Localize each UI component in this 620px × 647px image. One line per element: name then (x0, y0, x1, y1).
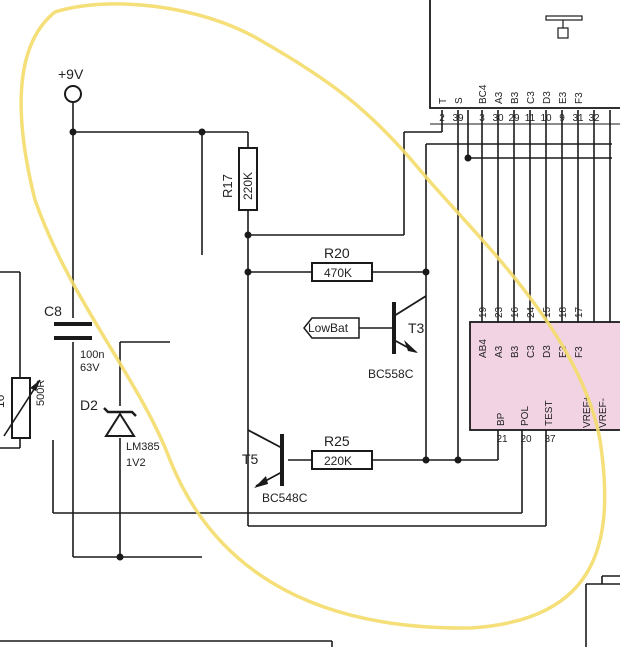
resistor-left: 500R 16 (0, 377, 47, 439)
diode-d2: D2 LM385 1V2 (80, 397, 160, 469)
vref-minus-label: VREF- (598, 398, 609, 428)
transistor-t3: T3 BC558C (368, 295, 427, 381)
t5-arrow-icon (254, 476, 268, 488)
top-pin-number: 11 (525, 113, 536, 124)
d2-voltage: 1V2 (126, 457, 146, 469)
r25-value: 220K (324, 454, 352, 468)
t3-arrow-icon (404, 340, 418, 353)
t3-part: BC558C (368, 367, 414, 381)
top-pin-name: S (454, 97, 465, 104)
c8-value: 100n (80, 349, 104, 361)
lcd-pin-number: 24 (526, 306, 537, 318)
power-terminal: +9V (58, 66, 84, 103)
top-pin-name: C3 (526, 91, 537, 104)
top-pin-name: E3 (558, 91, 569, 104)
t5-part: BC548C (262, 491, 308, 505)
highlight-loop (19, 2, 607, 630)
d2-part: LM385 (126, 441, 160, 453)
t3-ref: T3 (408, 320, 425, 336)
ic-marker-shape (545, 15, 583, 21)
lcd-pin-name: AB4 (478, 339, 489, 358)
t5-ref: T5 (242, 451, 259, 467)
top-pin-number: 9 (559, 113, 565, 124)
vref-plus-label: VREF+ (582, 395, 593, 428)
lcd-pin-number: 23 (494, 306, 505, 318)
junction-dots (69, 128, 472, 561)
top-pin-name: A3 (494, 91, 505, 104)
top-pin-name: F3 (574, 92, 585, 104)
lcd-ic: AB4 A3 B3 C3 D3 E3 F3 19 23 16 24 15 18 17 BP POL TEST… (469, 306, 620, 445)
lcd-pin-name: D3 (542, 345, 553, 358)
lcd-pin-name: A3 (494, 345, 505, 358)
top-pin-number: 39 (452, 113, 464, 124)
terminal-circle-icon (64, 85, 82, 103)
lcd-pin-name: C3 (526, 345, 537, 358)
lcd-pin-number: 18 (558, 306, 569, 318)
resistor-r25: 220K R25 (311, 433, 373, 470)
top-pin-number: 10 (540, 113, 552, 124)
wires (0, 103, 620, 647)
lowbat-text: LowBat (308, 321, 349, 335)
left-resistor-ref: 16 (0, 394, 7, 408)
lowbat-net-label: LowBat (303, 317, 360, 339)
top-pin-name: D3 (542, 91, 553, 104)
top-pin-name: B3 (510, 91, 521, 104)
lcd-pin-number: 19 (478, 306, 489, 318)
r17-ref: R17 (220, 174, 235, 198)
lcd-pin-number: 20 (520, 434, 532, 445)
top-pin-number: 31 (572, 113, 584, 124)
c8-voltage: 63V (80, 362, 100, 374)
pot-arrow-icon (30, 380, 40, 391)
lcd-pin-number: 15 (542, 306, 553, 318)
top-pin-number: 32 (588, 113, 600, 124)
left-resistor-value: 500R (35, 380, 47, 406)
lcd-pin-name: E3 (558, 345, 569, 358)
power-label: +9V (58, 66, 84, 82)
top-pin-number: 30 (492, 113, 504, 124)
top-pin-number: 3 (479, 113, 485, 124)
lcd-pin-number: 17 (574, 306, 585, 318)
resistor-r17: 220K R17 (220, 147, 258, 211)
lcd-pin-name: POL (520, 406, 531, 426)
lcd-pin-name: TEST (544, 400, 555, 426)
r20-value: 470K (324, 266, 352, 280)
r25-ref: R25 (324, 433, 350, 449)
top-pin-name: T (438, 98, 449, 104)
r17-value: 220K (241, 172, 255, 200)
r20-ref: R20 (324, 245, 350, 261)
transistor-t5: T5 BC548C (242, 429, 308, 505)
capacitor-c8: C8 100n 63V (44, 303, 104, 374)
c8-ref: C8 (44, 303, 62, 319)
lcd-pin-name: BP (496, 412, 507, 426)
resistor-r20: 470K R20 (311, 245, 373, 282)
lcd-pin-number: 21 (496, 434, 508, 445)
lcd-pin-number: 16 (510, 306, 521, 318)
top-pin-name: BC4 (478, 84, 489, 104)
lcd-pin-number: 37 (544, 434, 556, 445)
d2-ref: D2 (80, 397, 98, 413)
lcd-pin-name: B3 (510, 345, 521, 358)
top-pin-number: 29 (508, 113, 520, 124)
top-pin-number: 2 (439, 113, 445, 124)
lcd-pin-name: F3 (574, 346, 585, 358)
